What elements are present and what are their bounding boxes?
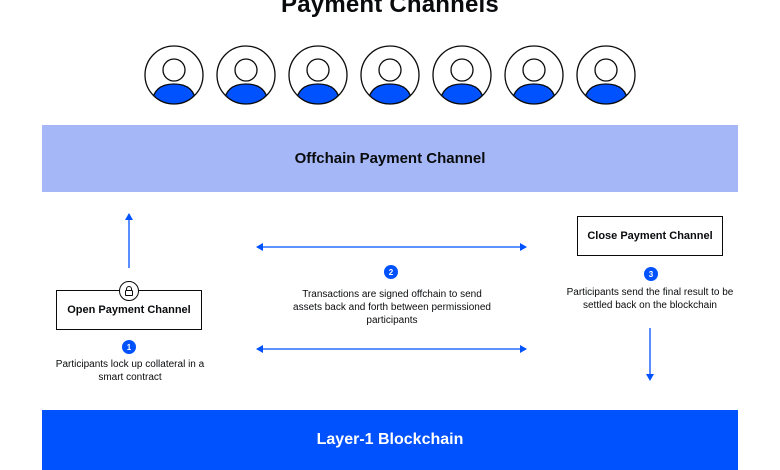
person-icon [143, 44, 205, 106]
open-payment-channel-label: Open Payment Channel [67, 304, 191, 316]
close-payment-channel-label: Close Payment Channel [587, 230, 713, 242]
layer-1-blockchain-band: Layer-1 Blockchain [42, 410, 738, 470]
offchain-payment-channel-band: Offchain Payment Channel [42, 125, 738, 192]
person-icon [575, 44, 637, 106]
person-icon [503, 44, 565, 106]
step-1-badge: 1 [122, 340, 136, 354]
layer-1-label: Layer-1 Blockchain [316, 431, 464, 448]
participants-row [0, 0, 780, 120]
step-2-badge: 2 [384, 265, 398, 279]
offchain-label: Offchain Payment Channel [294, 150, 486, 167]
lock-icon [119, 281, 139, 301]
person-icon [359, 44, 421, 106]
step-3-description: Participants send the final result to be… [566, 287, 734, 311]
person-icon [431, 44, 493, 106]
close-payment-channel-box: Close Payment Channel [577, 216, 723, 256]
step-3-badge: 3 [644, 267, 658, 281]
person-icon [287, 44, 349, 106]
person-icon [215, 44, 277, 106]
step-2-description: Transactions are signed offchain to send… [293, 289, 491, 326]
diagram-title: Payment Channels [281, 0, 499, 18]
step-1-description: Participants lock up collateral in a sma… [55, 359, 205, 383]
